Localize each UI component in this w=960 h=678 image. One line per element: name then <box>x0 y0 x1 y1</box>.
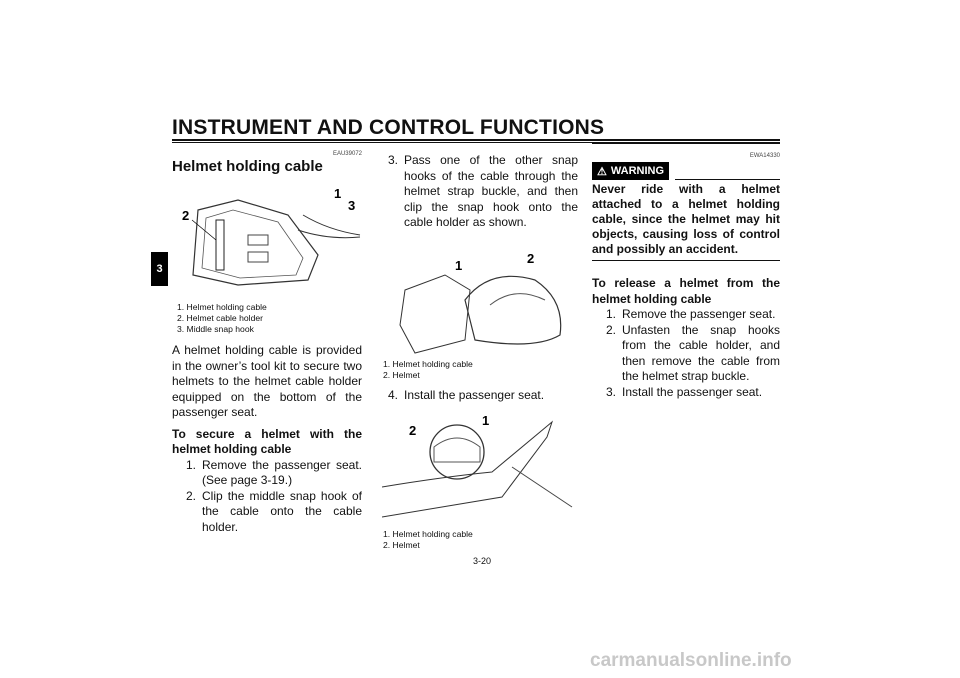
watermark: carmanualsonline.info <box>590 650 792 671</box>
callout-2: 2 <box>182 208 189 223</box>
secure-steps: 1.Remove the passenger seat. (See page 3… <box>186 457 362 534</box>
section-code: EAU39072 <box>332 151 362 157</box>
callout-3: 3 <box>348 198 355 213</box>
column-1: EAU39072 Helmet holding cable 2 1 3 1. H… <box>172 151 362 535</box>
release-steps: 1.Remove the passenger seat. 2.Unfasten … <box>606 307 780 399</box>
warning-header: ⚠WARNING <box>592 162 780 180</box>
helmet-on-seat-figure: 1 2 <box>399 251 562 354</box>
warning-top-rule <box>592 142 780 144</box>
helmet-on-motorcycle-figure: 2 1 <box>382 413 573 518</box>
callout-1: 1 <box>455 258 462 273</box>
title-rule-thin <box>172 142 780 143</box>
step-3: 3.Pass one of the other snap hooks of th… <box>388 153 578 229</box>
callout-2: 2 <box>527 251 534 266</box>
warning-triangle-icon: ⚠ <box>597 165 607 178</box>
callout-2: 2 <box>409 423 416 438</box>
page-title: INSTRUMENT AND CONTROL FUNCTIONS <box>172 116 605 139</box>
page-number: 3-20 <box>472 556 491 566</box>
chapter-tab: 3 <box>151 252 168 286</box>
seat-underside-figure: 2 1 3 <box>182 186 361 286</box>
intro-paragraph: A helmet holding cable is provided in th… <box>172 343 362 419</box>
callout-1: 1 <box>334 186 341 201</box>
warning-bottom-rule <box>592 260 780 261</box>
section-heading: Helmet holding cable <box>172 158 323 175</box>
warning-code: EWA14330 <box>749 153 780 159</box>
step-4: 4.Install the passenger seat. <box>388 387 545 402</box>
subheading-release: To release a helmet from the helmet hold… <box>592 276 780 306</box>
callout-1: 1 <box>482 413 489 428</box>
warning-badge: ⚠WARNING <box>592 162 670 180</box>
subheading-secure: To secure a helmet with the helmet holdi… <box>172 426 362 457</box>
column-2: 3.Pass one of the other snap hooks of th… <box>382 153 578 551</box>
column-3: EWA14330 ⚠WARNING Never ride with a helm… <box>592 142 780 400</box>
warning-text: Never ride with a helmet attached to a h… <box>592 182 780 256</box>
title-rule <box>172 139 780 141</box>
